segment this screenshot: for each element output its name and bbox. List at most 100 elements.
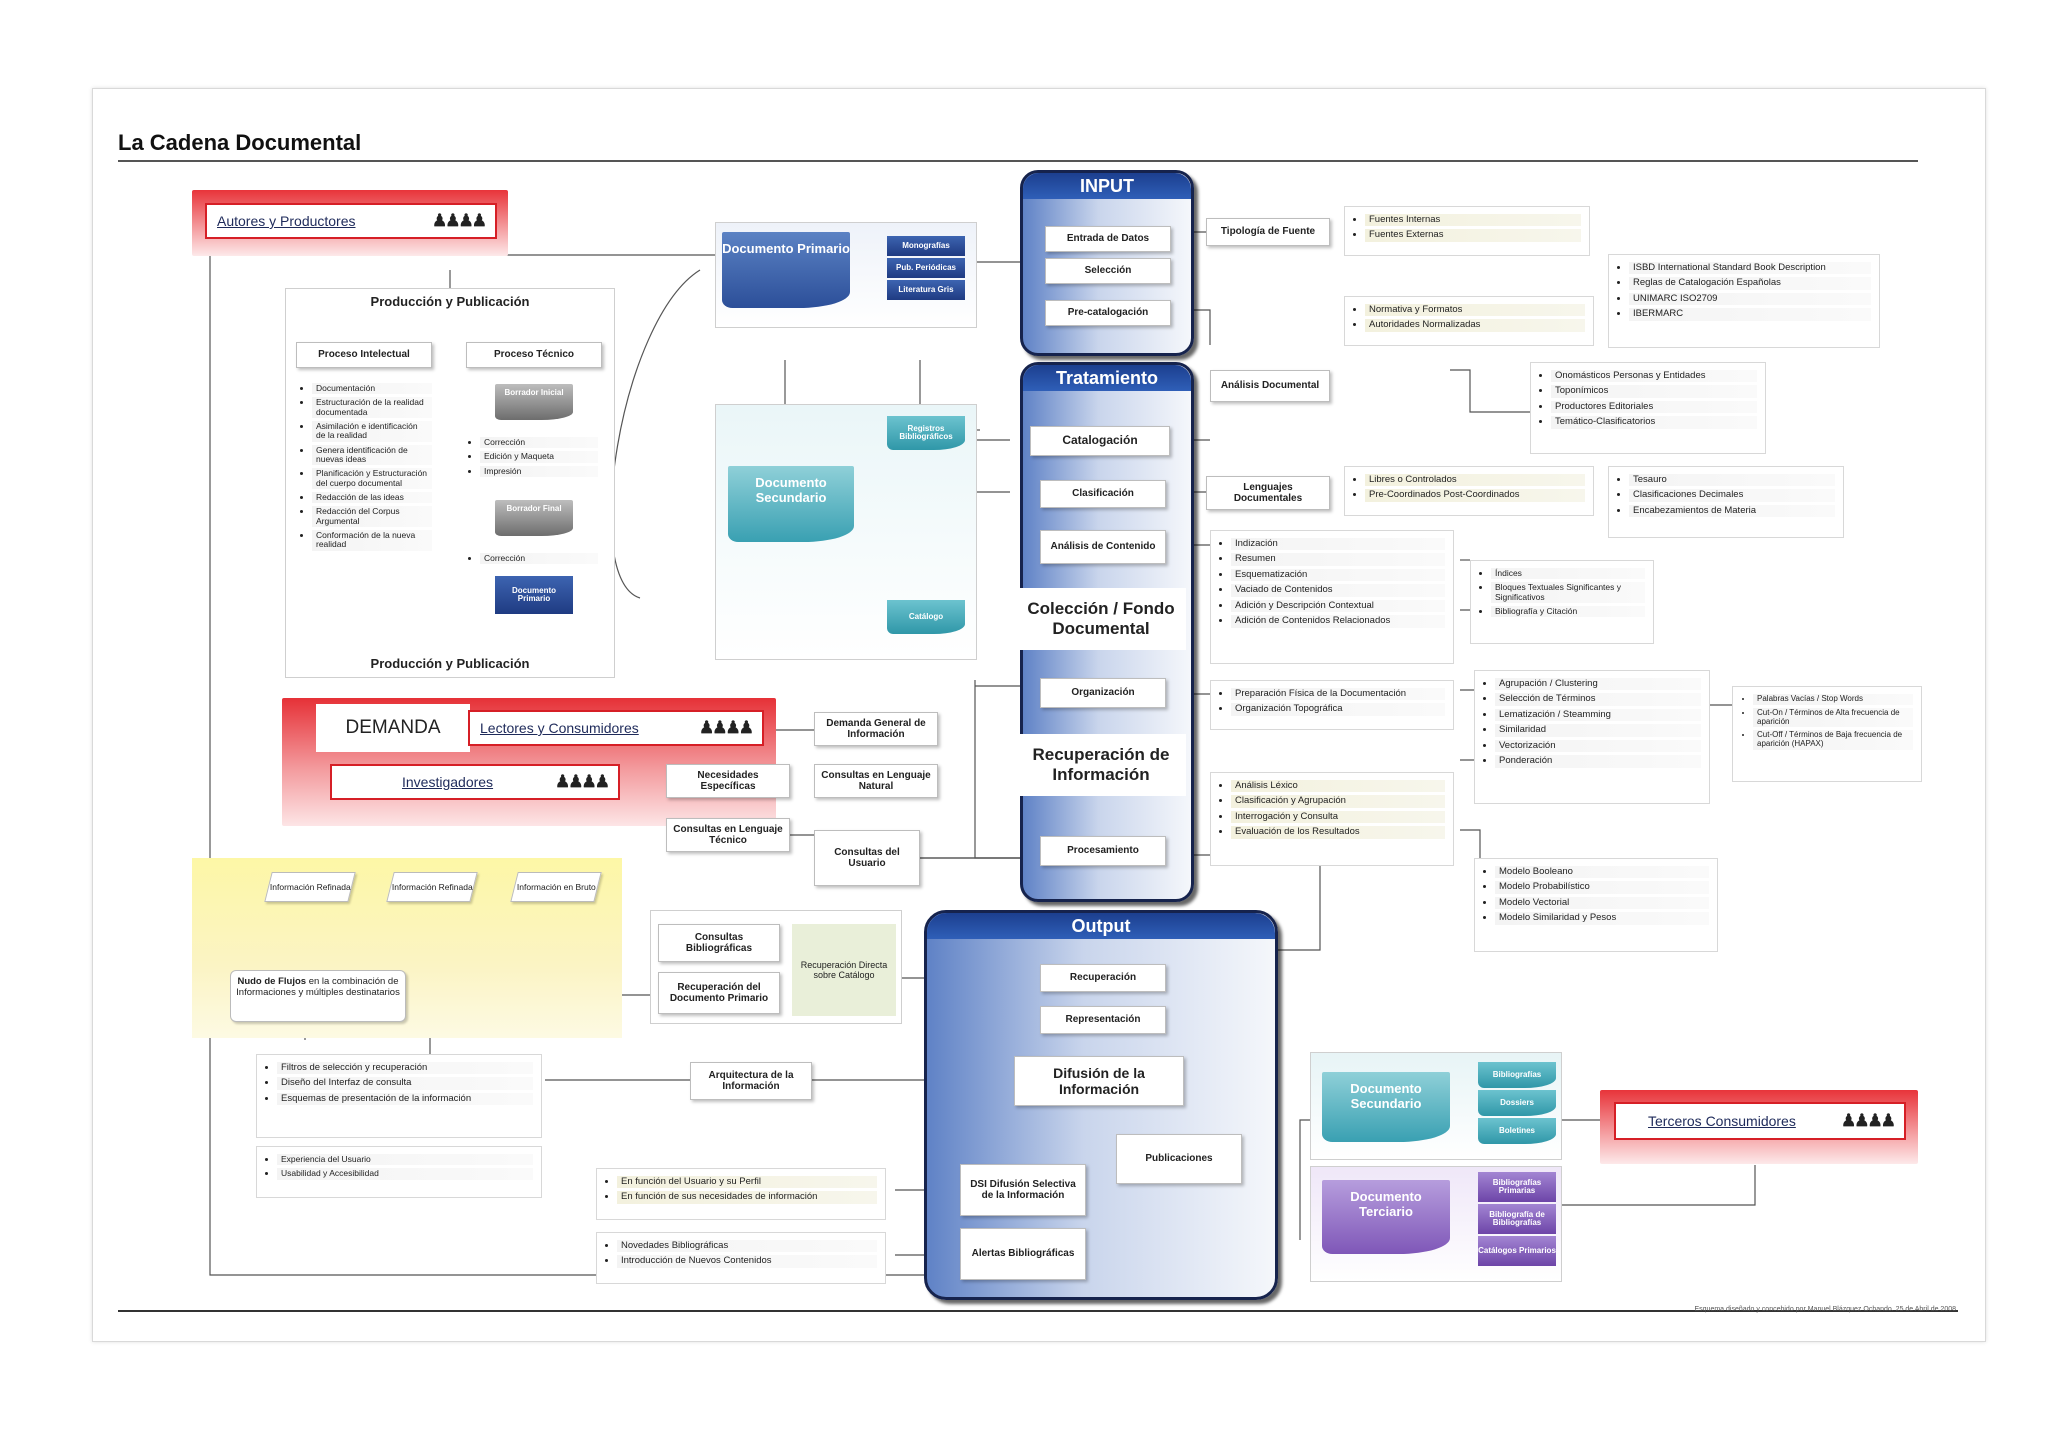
list-item: Preparación Física de la Documentación: [1231, 688, 1445, 701]
mini-catalogos-primarios[interactable]: Catálogos Primarios: [1478, 1236, 1556, 1266]
people-icon: ♟♟♟♟: [432, 211, 487, 230]
tertiary-doc[interactable]: Documento Terciario: [1322, 1180, 1450, 1254]
output-head: Output: [927, 913, 1275, 939]
alertas-bibliograficas[interactable]: Alertas Bibliográficas: [960, 1228, 1086, 1280]
technical-list: Corrección Edición y Maqueta Impresión: [460, 430, 606, 492]
funcion-list: En función del Usuario y su PerfilEn fun…: [596, 1168, 886, 1220]
readers-label[interactable]: Lectores y Consumidores: [480, 720, 639, 736]
list-item: Clasificaciones Decimales: [1629, 489, 1835, 502]
technical-list-2: Corrección: [460, 546, 606, 570]
draft-final[interactable]: Borrador Final: [495, 500, 573, 536]
list-item: Corrección: [480, 553, 598, 565]
list-item: Vaciado de Contenidos: [1231, 584, 1445, 597]
entrada-datos[interactable]: Entrada de Datos: [1045, 226, 1171, 252]
consultas-usuario[interactable]: Consultas del Usuario: [814, 830, 920, 886]
list-item: Pre-Coordinados Post-Coordinados: [1365, 489, 1585, 502]
authors-box[interactable]: Autores y Productores ♟♟♟♟: [205, 203, 497, 239]
list-item: Vectorización: [1495, 739, 1701, 753]
secondary-doc-2[interactable]: Documento Secundario: [1322, 1072, 1450, 1142]
mini-literatura-gris[interactable]: Literatura Gris: [887, 280, 965, 300]
catalogacion[interactable]: Catalogación: [1030, 426, 1170, 456]
mini-publicaciones[interactable]: Pub. Periódicas: [887, 258, 965, 278]
procesamiento[interactable]: Procesamiento: [1040, 836, 1166, 866]
list-item: Modelo Vectorial: [1495, 896, 1709, 910]
arquitectura-informacion[interactable]: Arquitectura de la Información: [690, 1062, 812, 1100]
difusion-informacion[interactable]: Difusión de la Información: [1014, 1056, 1184, 1106]
list-item: En función de sus necesidades de informa…: [617, 1191, 877, 1204]
dsi[interactable]: DSI Difusión Selectiva de la Información: [960, 1164, 1086, 1216]
list-item: ISBD International Standard Book Descrip…: [1629, 262, 1871, 275]
intellectual-process[interactable]: Proceso Intelectual: [296, 342, 432, 368]
researchers-label[interactable]: Investigadores: [402, 774, 494, 790]
list-item: Autoridades Normalizadas: [1365, 319, 1585, 332]
list-item: Edición y Maqueta: [480, 451, 598, 463]
list-item: Normativa y Formatos: [1365, 304, 1585, 317]
coleccion-fondo: Colección / Fondo Documental: [1016, 588, 1186, 650]
list-item: Esquematización: [1231, 568, 1445, 582]
modelos-list: Modelo Booleano Modelo Probabilístico Mo…: [1474, 858, 1718, 952]
necesidades-especificas[interactable]: Necesidades Específicas: [666, 764, 790, 798]
list-item: Estructuración de la realidad documentad…: [312, 397, 432, 419]
list-item: Organización Topográfica: [1231, 703, 1445, 716]
list-item: Toponímicos: [1551, 385, 1757, 398]
list-item: Modelo Booleano: [1495, 866, 1709, 879]
agrupacion-list: Agrupación / Clustering Selección de Tér…: [1474, 670, 1710, 804]
output-representacion[interactable]: Representación: [1040, 1006, 1166, 1034]
tipologia-fuente[interactable]: Tipología de Fuente: [1206, 218, 1330, 246]
clasificacion[interactable]: Clasificación: [1040, 480, 1166, 508]
list-item: Introducción de Nuevos Contenidos: [617, 1255, 877, 1268]
intellectual-list: Documentación Estructuración de la reali…: [292, 376, 440, 626]
draft-initial[interactable]: Borrador Inicial: [495, 384, 573, 420]
third-consumers-label[interactable]: Terceros Consumidores: [1648, 1113, 1796, 1129]
seleccion[interactable]: Selección: [1045, 258, 1171, 284]
people-icon: ♟♟♟♟: [555, 772, 610, 791]
mini-boletines[interactable]: Boletines: [1478, 1118, 1556, 1144]
mini-bibliografia-bibliografias[interactable]: Bibliografía de Bibliografías: [1478, 1204, 1556, 1234]
curve-primary: [610, 269, 701, 599]
primary-doc-small[interactable]: Documento Primario: [495, 576, 573, 614]
lenguajes-documentales[interactable]: Lenguajes Documentales: [1206, 476, 1330, 510]
list-item: Ponderación: [1495, 755, 1701, 768]
list-item: Novedades Bibliográficas: [617, 1240, 877, 1253]
publicaciones[interactable]: Publicaciones: [1116, 1134, 1242, 1184]
info-bruto: Información en Bruto: [510, 872, 602, 902]
analisis-contenido[interactable]: Análisis de Contenido: [1040, 530, 1166, 564]
input-head: INPUT: [1023, 173, 1191, 199]
organizacion[interactable]: Organización: [1040, 678, 1166, 708]
catalogo[interactable]: Catálogo: [887, 600, 965, 634]
consultas-natural[interactable]: Consultas en Lenguaje Natural: [814, 764, 938, 798]
mini-dossiers[interactable]: Dossiers: [1478, 1090, 1556, 1116]
pre-catalogacion[interactable]: Pre-catalogación: [1045, 300, 1171, 326]
filtros-list: Filtros de selección y recuperación Dise…: [256, 1054, 542, 1138]
readers-box[interactable]: Lectores y Consumidores ♟♟♟♟: [468, 710, 764, 746]
consultas-tecnico[interactable]: Consultas en Lenguaje Técnico: [666, 818, 790, 852]
nudo-flujos: Nudo de Flujos en la combinación de Info…: [230, 970, 406, 1022]
list-item: Filtros de selección y recuperación: [277, 1062, 533, 1075]
list-item: Tesauro: [1629, 474, 1835, 487]
registros-bibliograficos[interactable]: Registros Bibliográficos: [887, 416, 965, 450]
list-item: Genera identificación de nuevas ideas: [312, 444, 432, 466]
list-item: Fuentes Externas: [1365, 229, 1581, 242]
third-consumers-box[interactable]: Terceros Consumidores ♟♟♟♟: [1614, 1102, 1906, 1140]
mini-bibliografias[interactable]: Bibliografías: [1478, 1062, 1556, 1088]
consultas-bibliograficas[interactable]: Consultas Bibliográficas: [658, 924, 780, 962]
researchers-box[interactable]: Investigadores ♟♟♟♟: [330, 764, 620, 800]
list-item: Libres o Controlados: [1365, 474, 1585, 487]
list-item: Planificación y Estructuración del cuerp…: [312, 468, 432, 490]
mini-bibliografias-primarias[interactable]: Bibliografías Primarias: [1478, 1172, 1556, 1202]
normativa-list: Normativa y FormatosAutoridades Normaliz…: [1344, 296, 1594, 346]
list-item: Cut-Off / Términos de Baja frecuencia de…: [1753, 730, 1913, 750]
demanda-general[interactable]: Demanda General de Información: [814, 712, 938, 746]
analisis-documental[interactable]: Análisis Documental: [1210, 370, 1330, 402]
secondary-doc[interactable]: Documento Secundario: [728, 466, 854, 542]
mini-monografias[interactable]: Monografías: [887, 236, 965, 256]
primary-doc[interactable]: Documento Primario: [722, 232, 850, 308]
list-item: IBERMARC: [1629, 308, 1871, 321]
technical-process[interactable]: Proceso Técnico: [466, 342, 602, 368]
list-item: Redacción de las ideas: [312, 492, 432, 504]
indizacion-list: Indización Resumen Esquematización Vacia…: [1210, 530, 1454, 664]
authors-label[interactable]: Autores y Productores: [217, 213, 356, 229]
output-recuperacion[interactable]: Recuperación: [1040, 964, 1166, 992]
recuperacion-primario[interactable]: Recuperación del Documento Primario: [658, 972, 780, 1014]
tratamiento-head: Tratamiento: [1023, 365, 1191, 391]
